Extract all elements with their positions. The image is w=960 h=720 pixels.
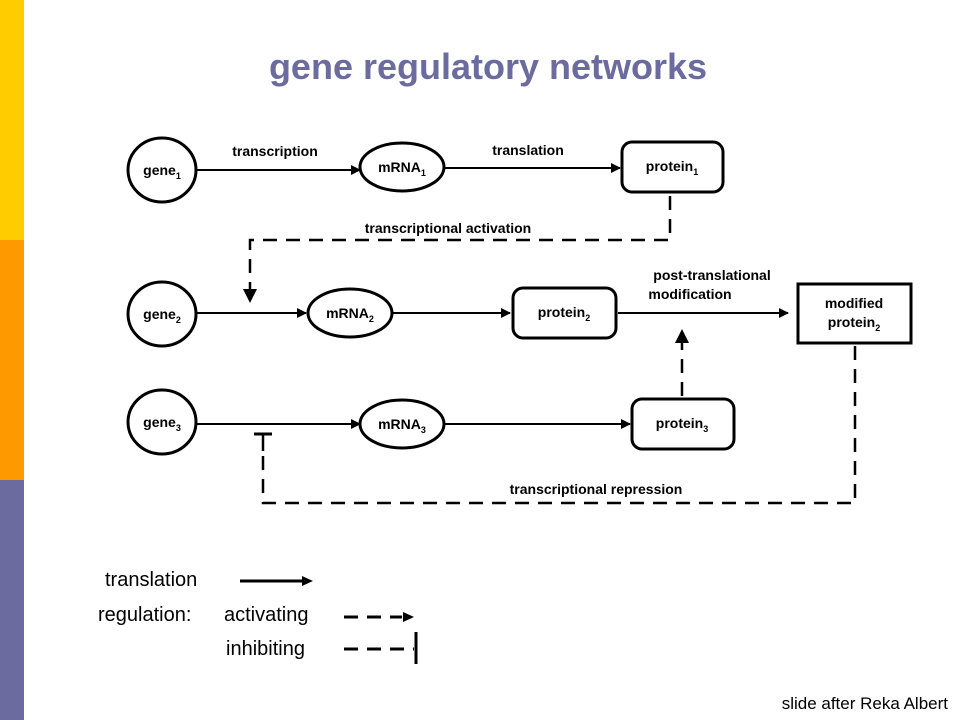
label-transcription: transcription	[232, 143, 318, 159]
node-protein3: protein3	[630, 397, 736, 451]
svg-text:mRNA1: mRNA1	[378, 159, 426, 178]
label-transcriptional-activation: transcriptional activation	[365, 220, 531, 236]
slide-credit: slide after Reka Albert	[781, 694, 948, 713]
legend-translation-arrowhead	[302, 576, 313, 586]
node-mrna2: mRNA2	[306, 287, 394, 339]
activation-up-arrowhead	[675, 329, 689, 343]
legend-activating-arrowhead	[403, 612, 414, 622]
svg-text:modified: modified	[825, 295, 883, 311]
node-gene3: gene3	[126, 388, 198, 456]
accent-bar-yellow	[0, 0, 24, 240]
node-mrna1: mRNA1	[358, 141, 446, 193]
activation-arrowhead	[243, 289, 257, 303]
label-modification: modification	[648, 286, 731, 302]
svg-text:protein2: protein2	[828, 314, 880, 333]
label-post-translational: post-translational	[653, 267, 770, 283]
node-gene2: gene2	[126, 280, 198, 348]
legend-inhibiting-label: inhibiting	[226, 638, 305, 660]
svg-text:protein2: protein2	[538, 304, 590, 323]
slide-title: gene regulatory networks	[268, 46, 708, 87]
legend-activating-label: activating	[224, 604, 309, 626]
svg-text:mRNA3: mRNA3	[378, 416, 426, 435]
svg-text:gene2: gene2	[143, 306, 181, 325]
legend-translation-label: translation	[105, 569, 198, 591]
svg-text:protein3: protein3	[656, 415, 708, 434]
legend-regulation-label: regulation:	[98, 604, 192, 626]
activation-dashed-line	[248, 196, 672, 293]
svg-text:gene3: gene3	[143, 414, 181, 433]
repression-dashed-line	[261, 346, 857, 505]
accent-bar-orange	[0, 240, 24, 480]
svg-text:gene1: gene1	[143, 162, 181, 181]
node-mrna3: mRNA3	[358, 398, 446, 450]
node-protein2: protein2	[511, 286, 618, 340]
label-translation: translation	[492, 142, 564, 158]
node-protein1: protein1	[620, 140, 725, 194]
label-transcriptional-repression: transcriptional repression	[510, 481, 683, 497]
svg-text:mRNA2: mRNA2	[326, 305, 374, 324]
svg-text:protein1: protein1	[646, 158, 698, 177]
node-modified-protein2: modified protein2	[796, 282, 913, 345]
accent-bar-purple	[0, 480, 24, 720]
node-gene1: gene1	[126, 136, 198, 204]
